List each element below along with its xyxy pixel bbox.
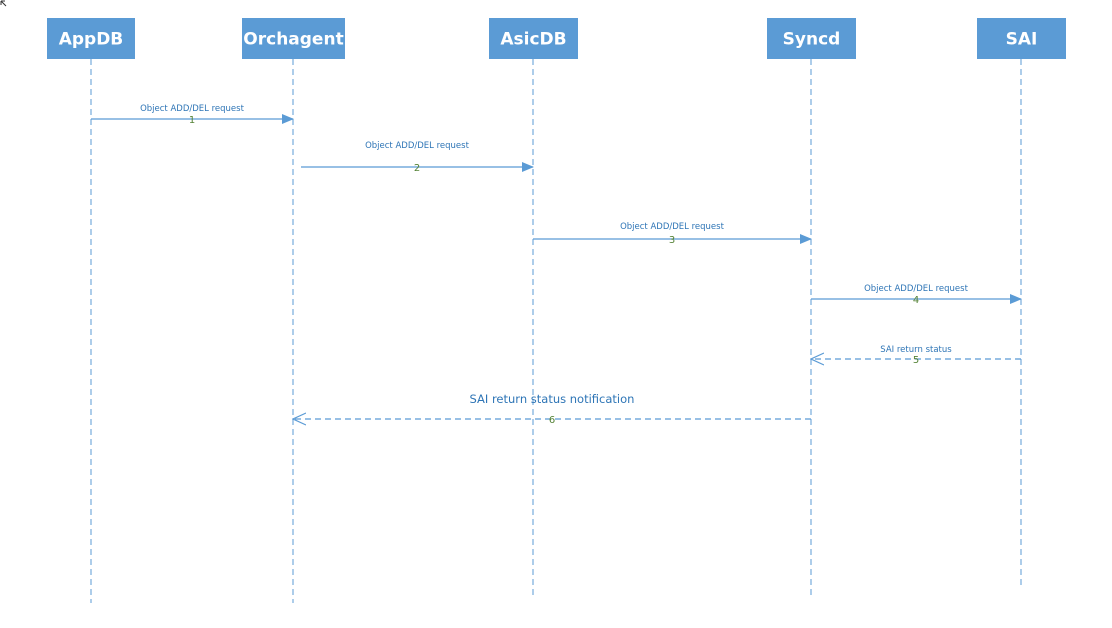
message-number-3: 3: [669, 235, 675, 246]
actor-label-orchagent: Orchagent: [243, 30, 343, 50]
actor-box-sai: [977, 18, 1066, 59]
cursor-icon: [0, 0, 7, 7]
actor-box-orchagent: [242, 18, 345, 59]
actor-orchagent[interactable]: Orchagent: [242, 18, 345, 59]
actor-label-syncd: Syncd: [783, 30, 841, 50]
message-label-3: Object ADD/DEL request: [620, 222, 724, 232]
lifelines: [90, 59, 1022, 603]
actor-asicdb[interactable]: AsicDB: [489, 18, 578, 59]
actor-box-asicdb: [489, 18, 578, 59]
actor-label-sai: SAI: [1006, 30, 1038, 50]
actor-syncd[interactable]: Syncd: [767, 18, 856, 59]
actor-box-appdb: [47, 18, 135, 59]
message-2: Object ADD/DEL request 2: [301, 141, 534, 174]
message-label-4: Object ADD/DEL request: [864, 284, 968, 294]
actor-label-asicdb: AsicDB: [500, 30, 566, 50]
message-label-5: SAI return status: [880, 345, 952, 355]
message-number-2: 2: [414, 163, 420, 174]
message-3: Object ADD/DEL request 3: [533, 222, 812, 246]
actor-label-appdb: AppDB: [59, 30, 124, 50]
actor-appdb[interactable]: AppDB: [47, 18, 135, 59]
message-label-2: Object ADD/DEL request: [365, 141, 469, 151]
message-number-1: 1: [189, 115, 195, 126]
message-label-1: Object ADD/DEL request: [140, 104, 244, 114]
message-6: SAI return status notification 6: [293, 392, 811, 426]
message-label-6: SAI return status notification: [470, 392, 635, 406]
actors: AppDB Orchagent AsicDB Syncd SAI: [47, 18, 1066, 59]
message-number-6: 6: [549, 415, 555, 426]
message-number-5: 5: [913, 355, 919, 366]
actor-box-syncd: [767, 18, 856, 59]
actor-sai[interactable]: SAI: [977, 18, 1066, 59]
message-number-4: 4: [913, 295, 919, 306]
